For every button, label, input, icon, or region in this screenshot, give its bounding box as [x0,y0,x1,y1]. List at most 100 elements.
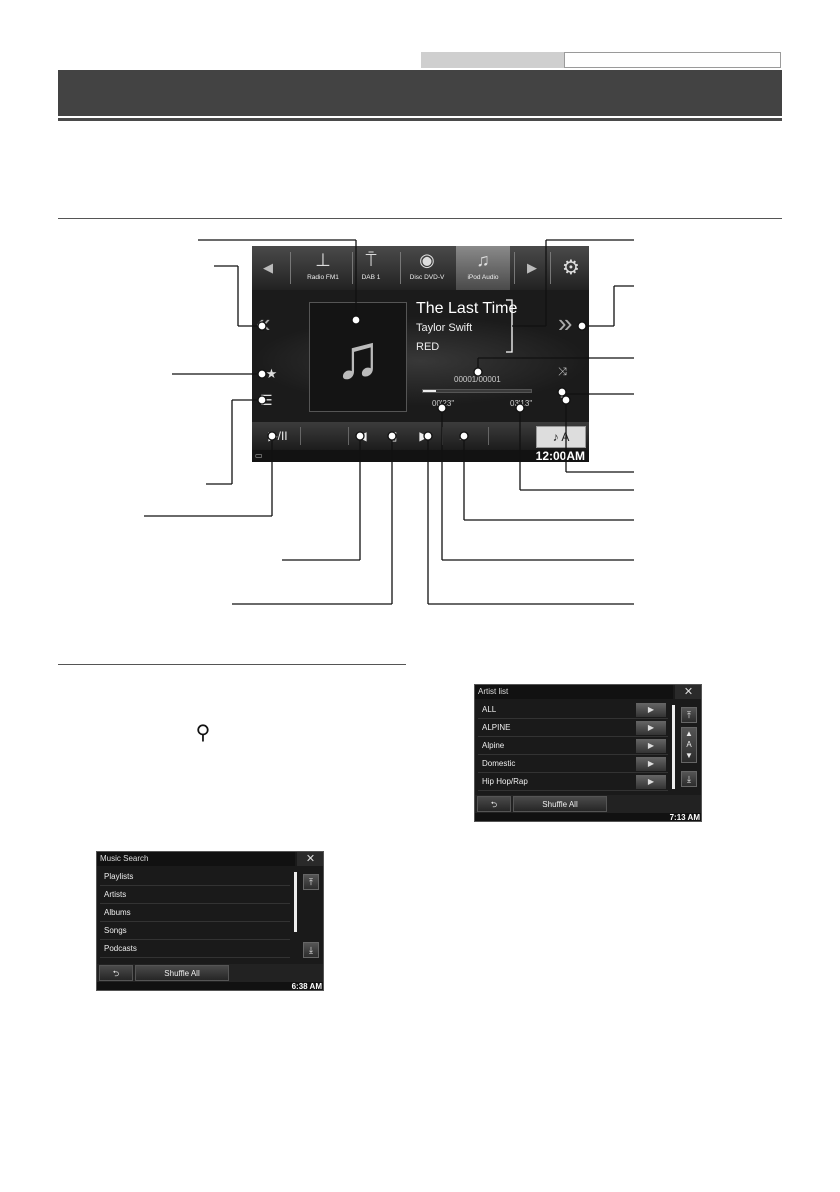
play-pause-button[interactable]: ▶/II [268,429,288,443]
shuffle-icon[interactable]: ⤨ [558,366,567,378]
alpha-label: A [686,740,692,749]
source-separator [550,252,551,284]
list-item[interactable]: Podcasts [100,940,290,958]
header-tab-shaded [421,52,564,68]
control-separator [442,427,443,445]
header-tab-outlined [564,52,781,68]
bookmark-icon[interactable]: ▯ [390,429,398,443]
total-time: 03'13" [510,399,533,408]
song-title: The Last Time [416,300,518,317]
list-icon[interactable]: ☰ [260,392,273,408]
scroll-bottom-icon[interactable]: ⤓ [303,942,319,958]
disc-icon: ◉ [419,250,435,270]
source-label: DAB 1 [361,274,381,281]
artist-list-screen: Artist list ✕ ALL ▶ ALPINE ▶ Alpine ▶ Do… [474,684,702,822]
status-bar: 6:38 AM [97,982,323,990]
list-item[interactable]: ALL ▶ [478,701,668,719]
source-next-arrow-icon[interactable]: ▶ [527,260,537,275]
scrollbar[interactable] [672,705,675,789]
list-item-label: ALL [482,705,497,714]
search-icon: ⚲ [195,722,211,744]
scroll-top-icon[interactable]: ⤒ [303,874,319,890]
close-button[interactable]: ✕ [675,685,701,699]
play-arrow-icon[interactable]: ▶ [636,739,666,753]
music-note-icon: ♫ [476,250,490,270]
clock: 12:00AM [535,449,585,462]
source-separator [514,252,515,284]
source-bar: ◀ ⊥ Radio FM1 ⍑ DAB 1 ◉ Disc DVD-V ♫ iPo… [252,246,589,290]
search-icon[interactable]: ⌕ [459,429,467,443]
music-search-title: Music Search [97,852,295,866]
screen-glow [252,316,589,406]
list-item[interactable]: Albums [100,904,290,922]
source-label: Radio FM1 [307,274,339,281]
fast-forward-icon[interactable]: » [558,308,573,338]
source-radio-fm1[interactable]: ⊥ Radio FM1 [296,246,350,290]
source-separator [290,252,291,284]
status-bar: ▭ 12:00AM [252,450,589,462]
play-arrow-icon[interactable]: ▶ [636,775,666,789]
audio-mode-button[interactable]: ♪ A [536,426,586,448]
shuffle-all-button[interactable]: Shuffle All [135,965,229,981]
source-label: Disc DVD-V [409,274,445,281]
song-album: RED [416,341,440,353]
control-bar: ▶/II ◀ ▯ ▶ ⌕ [252,422,589,450]
source-ipod-audio[interactable]: ♫ iPod Audio [456,246,510,290]
artist-list-title: Artist list [475,685,673,699]
music-search-screen: Music Search ✕ Playlists Artists Albums … [96,851,324,991]
track-counter: 00001/00001 [454,375,501,384]
favorite-icon[interactable]: +★ [258,366,278,381]
close-button[interactable]: ✕ [297,852,323,866]
list-item[interactable]: Artists [100,886,290,904]
repeat-icon[interactable]: ↻ [560,395,570,407]
list-item-label: ALPINE [482,723,511,732]
section-divider-short [58,664,406,665]
main-screen: ◀ ⊥ Radio FM1 ⍑ DAB 1 ◉ Disc DVD-V ♫ iPo… [252,246,589,462]
list-item-label: Domestic [482,759,516,768]
source-dab-1[interactable]: ⍑ DAB 1 [344,246,398,290]
list-item[interactable]: Domestic ▶ [478,755,668,773]
clock: 7:13 AM [669,813,700,822]
title-rule [58,118,782,121]
play-arrow-icon[interactable]: ▶ [636,703,666,717]
scrollbar[interactable] [294,872,297,932]
back-button[interactable]: ⮌ [99,965,133,981]
status-bar: 7:13 AM [475,813,701,822]
previous-track-button[interactable]: ◀ [357,429,367,443]
alpha-scroll-button[interactable]: ▲A▼ [681,727,697,763]
progress-bar[interactable] [422,389,532,393]
list-item[interactable]: Hip Hop/Rap ▶ [478,773,668,791]
song-artist: Taylor Swift [416,322,473,334]
play-arrow-icon[interactable]: ▶ [636,757,666,771]
progress-fill [423,390,436,392]
list-item-label: Alpine [482,741,505,750]
control-separator [300,427,301,445]
rewind-icon[interactable]: « [256,308,271,338]
setup-icon[interactable]: ⚙ [562,257,580,279]
play-arrow-icon[interactable]: ▶ [636,721,666,735]
list-item[interactable]: Alpine ▶ [478,737,668,755]
source-separator [352,252,353,284]
control-separator [348,427,349,445]
back-button[interactable]: ⮌ [477,796,511,812]
display-icon: ▭ [255,451,263,460]
list-item[interactable]: Songs [100,922,290,940]
title-bar [58,70,782,116]
dab-icon: ⍑ [365,250,377,270]
scroll-bottom-icon[interactable]: ⤓ [681,771,697,787]
scroll-top-icon[interactable]: ⤒ [681,707,697,723]
section-divider [58,218,782,219]
control-separator [488,427,489,445]
antenna-icon: ⊥ [315,250,331,270]
list-item[interactable]: ALPINE ▶ [478,719,668,737]
next-track-button[interactable]: ▶ [419,429,429,443]
list-item-label: Hip Hop/Rap [482,777,528,786]
source-prev-arrow-icon[interactable]: ◀ [263,260,273,275]
list-item[interactable]: Playlists [100,868,290,886]
source-separator [400,252,401,284]
music-search-bottom-bar: ⮌ Shuffle All [97,964,323,982]
elapsed-time: 00'23" [432,399,455,408]
album-art: ♫ [309,302,407,412]
source-disc-dvd-v[interactable]: ◉ Disc DVD-V [400,246,454,290]
shuffle-all-button[interactable]: Shuffle All [513,796,607,812]
